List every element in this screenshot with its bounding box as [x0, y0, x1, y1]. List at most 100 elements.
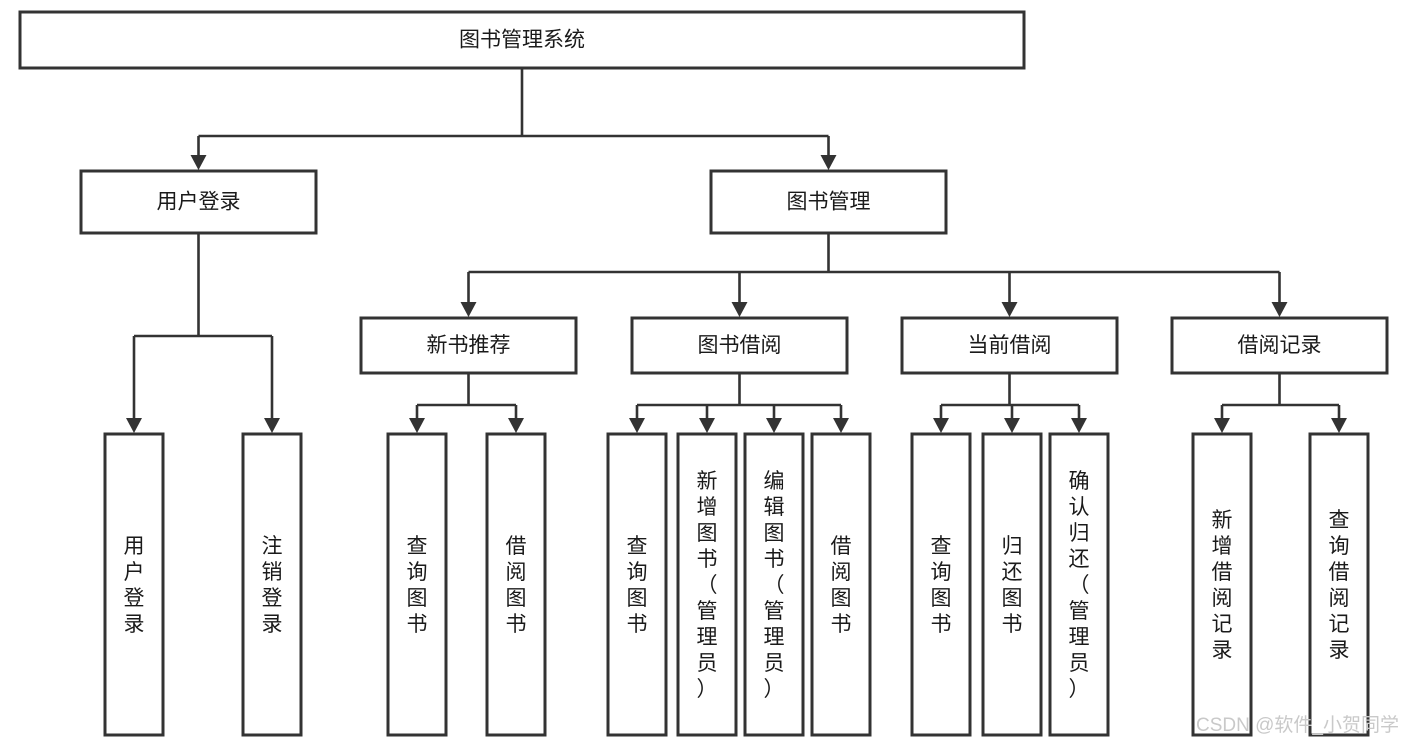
node-box-leaf-query-book-borrow: [606, 432, 668, 737]
csdn-watermark: CSDN @软件_小贺同学: [1196, 714, 1399, 736]
node-leaf-confirm-return[interactable]: 确认归还（管理员）: [1048, 432, 1110, 737]
arrow-head-icon: [264, 418, 280, 433]
node-label-root: 图书管理系统: [459, 29, 585, 52]
node-label-leaf-borrow-book-recommend: 借阅图书: [506, 535, 527, 636]
node-label-borrow-record: 借阅记录: [1238, 334, 1322, 357]
node-label-leaf-query-borrow-record: 查询借阅记录: [1329, 509, 1350, 662]
node-label-leaf-query-book-borrow: 查询图书: [627, 535, 648, 636]
node-label-leaf-user-login: 用户登录: [124, 535, 145, 636]
node-current-borrow[interactable]: 当前借阅: [900, 316, 1119, 375]
node-leaf-user-login[interactable]: 用户登录: [103, 432, 165, 737]
node-box-leaf-user-login: [103, 432, 165, 737]
arrow-head-icon: [1071, 418, 1087, 433]
arrow-head-icon: [833, 418, 849, 433]
node-label-new-book-recommend: 新书推荐: [427, 334, 511, 357]
arrow-head-icon: [409, 418, 425, 433]
arrow-head-icon: [833, 405, 849, 433]
arrow-head-icon: [508, 405, 524, 433]
arrow-head-icon: [933, 418, 949, 433]
node-label-leaf-add-borrow-record: 新增借阅记录: [1212, 509, 1233, 662]
arrow-head-icon: [264, 336, 280, 433]
arrow-head-icon: [699, 405, 715, 433]
node-user-login[interactable]: 用户登录: [79, 169, 318, 235]
node-label-leaf-return-book: 归还图书: [1002, 535, 1023, 636]
node-leaf-query-book-recommend[interactable]: 查询图书: [386, 432, 448, 737]
node-root[interactable]: 图书管理系统: [18, 10, 1026, 70]
node-leaf-user-logout[interactable]: 注销登录: [241, 432, 303, 737]
node-box-book-borrow: [630, 316, 849, 375]
node-label-user-login: 用户登录: [157, 191, 241, 214]
node-box-leaf-query-borrow-record: [1308, 432, 1370, 737]
nodes-layer: 图书管理系统用户登录图书管理新书推荐图书借阅当前借阅借阅记录用户登录注销登录查询…: [18, 10, 1389, 737]
node-box-leaf-query-book-recommend: [386, 432, 448, 737]
arrow-head-icon: [1271, 302, 1288, 317]
arrow-head-icon: [1331, 405, 1347, 433]
node-box-leaf-edit-book: [743, 432, 805, 737]
node-box-leaf-confirm-return: [1048, 432, 1110, 737]
arrow-head-icon: [409, 405, 425, 433]
node-box-root: [18, 10, 1026, 70]
node-box-borrow-record: [1170, 316, 1389, 375]
arrow-head-icon: [1214, 418, 1230, 433]
arrow-head-icon: [1271, 272, 1288, 317]
node-leaf-borrow-book[interactable]: 借阅图书: [810, 432, 872, 737]
connectors-layer: [126, 68, 1347, 433]
node-book-borrow[interactable]: 图书借阅: [630, 316, 849, 375]
arrow-head-icon: [126, 336, 142, 433]
arrow-head-icon: [629, 405, 645, 433]
node-borrow-record[interactable]: 借阅记录: [1170, 316, 1389, 375]
arrow-head-icon: [460, 272, 477, 317]
node-box-current-borrow: [900, 316, 1119, 375]
node-label-leaf-add-book: 新增图书（管理员）: [697, 470, 718, 701]
node-new-book-recommend[interactable]: 新书推荐: [359, 316, 578, 375]
node-label-book-borrow: 图书借阅: [698, 334, 782, 357]
arrow-head-icon: [1004, 418, 1020, 433]
node-box-leaf-user-logout: [241, 432, 303, 737]
node-box-leaf-return-book: [981, 432, 1043, 737]
node-leaf-borrow-book-recommend[interactable]: 借阅图书: [485, 432, 547, 737]
arrow-head-icon: [766, 418, 782, 433]
node-book-manage[interactable]: 图书管理: [709, 169, 948, 235]
arrow-head-icon: [731, 302, 748, 317]
arrow-head-icon: [1001, 272, 1018, 317]
arrow-head-icon: [629, 418, 645, 433]
arrow-head-icon: [699, 418, 715, 433]
node-box-leaf-borrow-book-recommend: [485, 432, 547, 737]
arrow-head-icon: [1214, 405, 1230, 433]
node-leaf-return-book[interactable]: 归还图书: [981, 432, 1043, 737]
arrow-head-icon: [508, 418, 524, 433]
arrow-head-icon: [460, 302, 477, 317]
arrow-head-icon: [820, 155, 837, 170]
arrow-head-icon: [766, 405, 782, 433]
node-label-current-borrow: 当前借阅: [968, 334, 1052, 357]
node-label-leaf-borrow-book: 借阅图书: [831, 535, 852, 636]
node-label-leaf-edit-book: 编辑图书（管理员）: [764, 470, 785, 701]
node-label-leaf-user-logout: 注销登录: [262, 535, 283, 636]
node-box-leaf-query-book-current: [910, 432, 972, 737]
node-label-leaf-query-book-recommend: 查询图书: [407, 535, 428, 636]
arrow-head-icon: [933, 405, 949, 433]
node-box-new-book-recommend: [359, 316, 578, 375]
node-label-leaf-confirm-return: 确认归还（管理员）: [1069, 470, 1090, 701]
node-leaf-add-book[interactable]: 新增图书（管理员）: [676, 432, 738, 737]
node-leaf-query-book-borrow[interactable]: 查询图书: [606, 432, 668, 737]
arrow-head-icon: [1071, 405, 1087, 433]
node-leaf-add-borrow-record[interactable]: 新增借阅记录: [1191, 432, 1253, 737]
node-leaf-edit-book[interactable]: 编辑图书（管理员）: [743, 432, 805, 737]
arrow-head-icon: [731, 272, 748, 317]
arrow-head-icon: [1331, 418, 1347, 433]
node-box-leaf-add-borrow-record: [1191, 432, 1253, 737]
node-leaf-query-borrow-record[interactable]: 查询借阅记录: [1308, 432, 1370, 737]
arrow-head-icon: [190, 136, 207, 170]
node-box-book-manage: [709, 169, 948, 235]
arrow-head-icon: [1004, 405, 1020, 433]
node-box-leaf-add-book: [676, 432, 738, 737]
arrow-head-icon: [820, 136, 837, 170]
arrow-head-icon: [126, 418, 142, 433]
node-box-leaf-borrow-book: [810, 432, 872, 737]
node-box-user-login: [79, 169, 318, 235]
node-leaf-query-book-current[interactable]: 查询图书: [910, 432, 972, 737]
arrow-head-icon: [190, 155, 207, 170]
